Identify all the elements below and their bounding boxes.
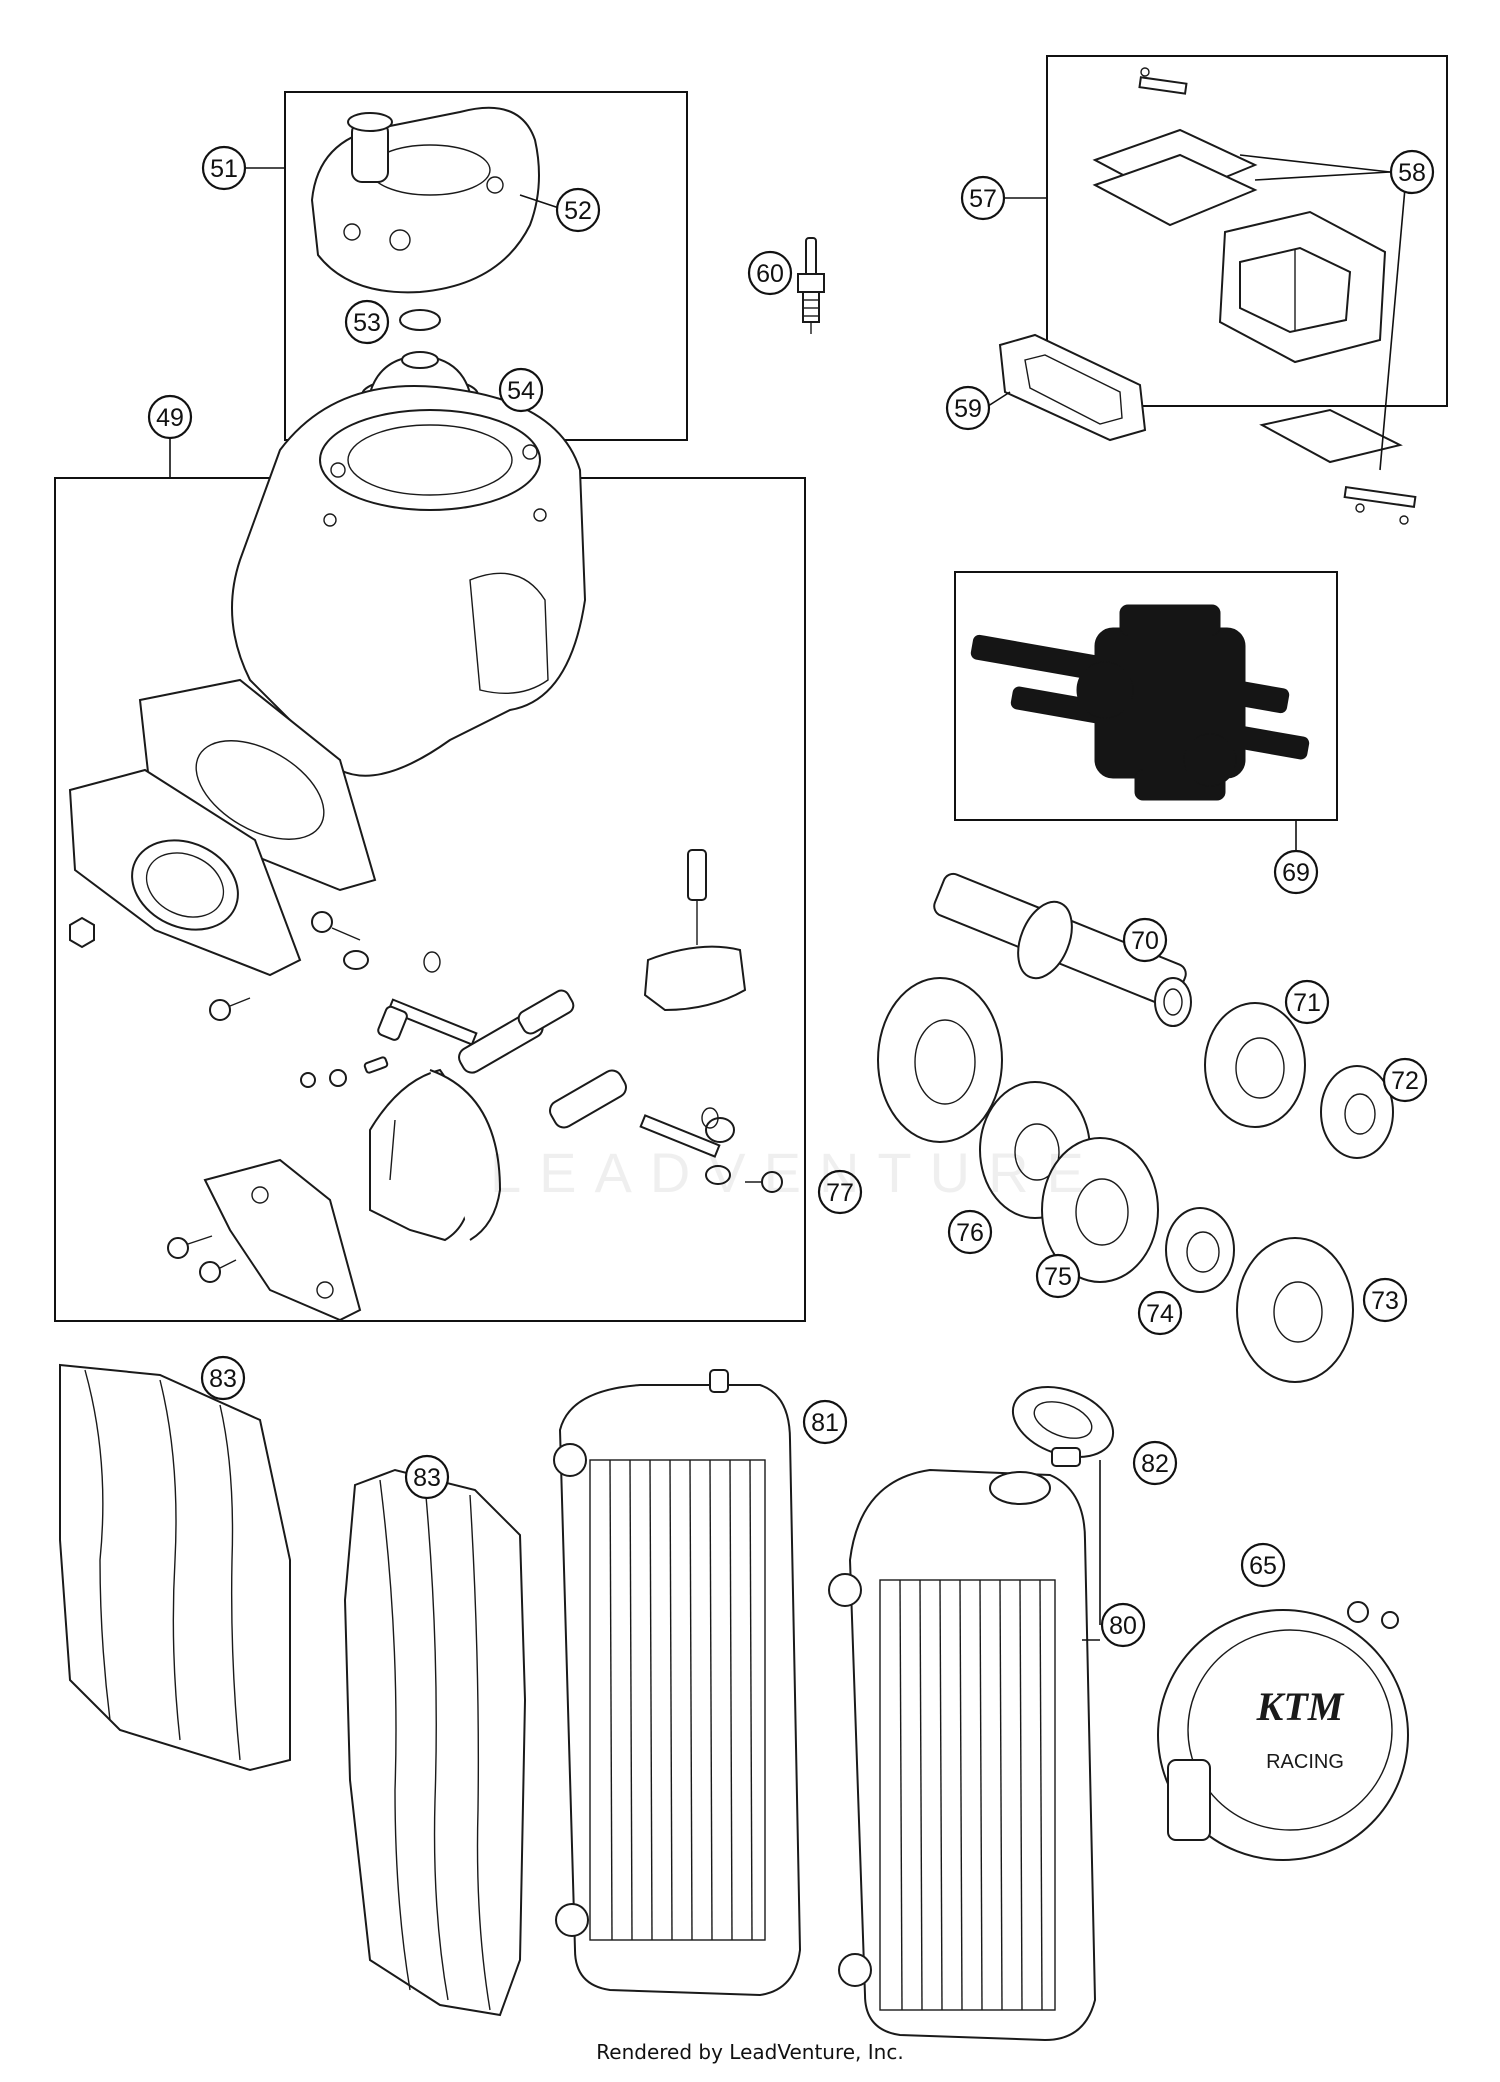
racing-logo: RACING (1266, 1751, 1344, 1773)
leader-lines (169, 154, 1406, 1641)
radiator-80-part (828, 1468, 1097, 2042)
svg-text:77: 77 (826, 1179, 854, 1207)
radiator-shroud-left-part (59, 1363, 291, 1772)
svg-text:57: 57 (969, 185, 997, 213)
callout-71: 71 (1284, 979, 1330, 1025)
svg-text:70: 70 (1131, 927, 1159, 955)
svg-text:74: 74 (1146, 1300, 1174, 1328)
bolt-parts (167, 911, 783, 1283)
callout-58: 58 (1389, 149, 1435, 195)
callout-73: 73 (1362, 1277, 1408, 1323)
callout-57: 57 (960, 175, 1006, 221)
cylinder-part (231, 385, 587, 777)
svg-text:80: 80 (1109, 1612, 1137, 1640)
callout-82: 82 (1132, 1440, 1178, 1486)
footer-credit: Rendered by LeadVenture, Inc. (596, 2040, 904, 2064)
valve-cover-part (643, 849, 747, 1012)
nut-part (69, 916, 95, 949)
gear-75-part (1041, 1137, 1159, 1283)
reed-gasket-part (998, 333, 1147, 442)
svg-text:72: 72 (1391, 1067, 1419, 1095)
screw-part (1355, 503, 1365, 513)
svg-text:69: 69 (1282, 859, 1310, 887)
svg-text:54: 54 (507, 377, 535, 405)
callout-76: 76 (947, 1209, 993, 1255)
callout-74: 74 (1137, 1290, 1183, 1336)
control-rack-part (369, 1068, 502, 1242)
transmission-frame (954, 571, 1338, 821)
reed-petal-parts (1092, 76, 1417, 508)
svg-text:49: 49 (156, 404, 184, 432)
gear-77-part (877, 977, 1003, 1143)
main-shaft-part (933, 872, 1192, 1027)
svg-text:75: 75 (1044, 1263, 1072, 1291)
svg-text:76: 76 (956, 1219, 984, 1247)
callout-77: 77 (817, 1169, 863, 1215)
svg-text:52: 52 (564, 197, 592, 225)
radiator-81-part (553, 1369, 802, 1997)
callout-83-right: 83 (404, 1454, 450, 1500)
callout-51: 51 (201, 145, 247, 191)
callout-53: 53 (344, 299, 390, 345)
o-ring-part (399, 309, 441, 331)
svg-text:60: 60 (756, 260, 784, 288)
cover-plate-part (203, 1158, 362, 1322)
screw-part (1140, 67, 1150, 77)
gear-71-part (1204, 1002, 1306, 1128)
ignition-cover-part: KTM RACING (1157, 1601, 1409, 1861)
ktm-logo: KTM (1256, 1684, 1345, 1729)
reed-valve-kit-frame (1046, 55, 1448, 407)
callout-72: 72 (1382, 1057, 1428, 1103)
gear-72-part (1320, 1065, 1394, 1159)
svg-text:51: 51 (210, 155, 238, 183)
cylinder-head-part (310, 106, 540, 294)
transmission-assembly-part (970, 604, 1310, 801)
exhaust-valve-parts (300, 950, 735, 1185)
reed-block-part (1218, 210, 1387, 364)
radiator-cap-part (1011, 1386, 1115, 1467)
svg-text:73: 73 (1371, 1287, 1399, 1315)
svg-text:81: 81 (811, 1409, 839, 1437)
callout-70: 70 (1122, 917, 1168, 963)
callout-60: 60 (747, 250, 793, 296)
callout-75: 75 (1035, 1253, 1081, 1299)
callout-81: 81 (802, 1399, 848, 1445)
callout-52: 52 (555, 187, 601, 233)
svg-text:83: 83 (413, 1464, 441, 1492)
exhaust-flange-part (68, 768, 302, 977)
screw-part (1399, 515, 1409, 525)
radiator-shroud-right-part (343, 1468, 527, 2017)
callout-59: 59 (945, 385, 991, 431)
callout-83-left: 83 (200, 1355, 246, 1401)
callout-80: 80 (1100, 1602, 1146, 1648)
callout-49: 49 (147, 394, 193, 440)
callout-54: 54 (498, 367, 544, 413)
svg-text:65: 65 (1249, 1552, 1277, 1580)
svg-text:53: 53 (353, 309, 381, 337)
watermark: LEADVENTURE (490, 1141, 1102, 1204)
callout-65: 65 (1240, 1542, 1286, 1588)
svg-text:59: 59 (954, 395, 982, 423)
gear-74-part (1165, 1207, 1235, 1293)
callout-69: 69 (1273, 849, 1319, 895)
svg-text:82: 82 (1141, 1450, 1169, 1478)
svg-text:71: 71 (1293, 989, 1321, 1017)
svg-text:83: 83 (209, 1365, 237, 1393)
svg-text:58: 58 (1398, 159, 1426, 187)
gear-73-part (1236, 1237, 1354, 1383)
spark-plug-part (797, 237, 825, 334)
